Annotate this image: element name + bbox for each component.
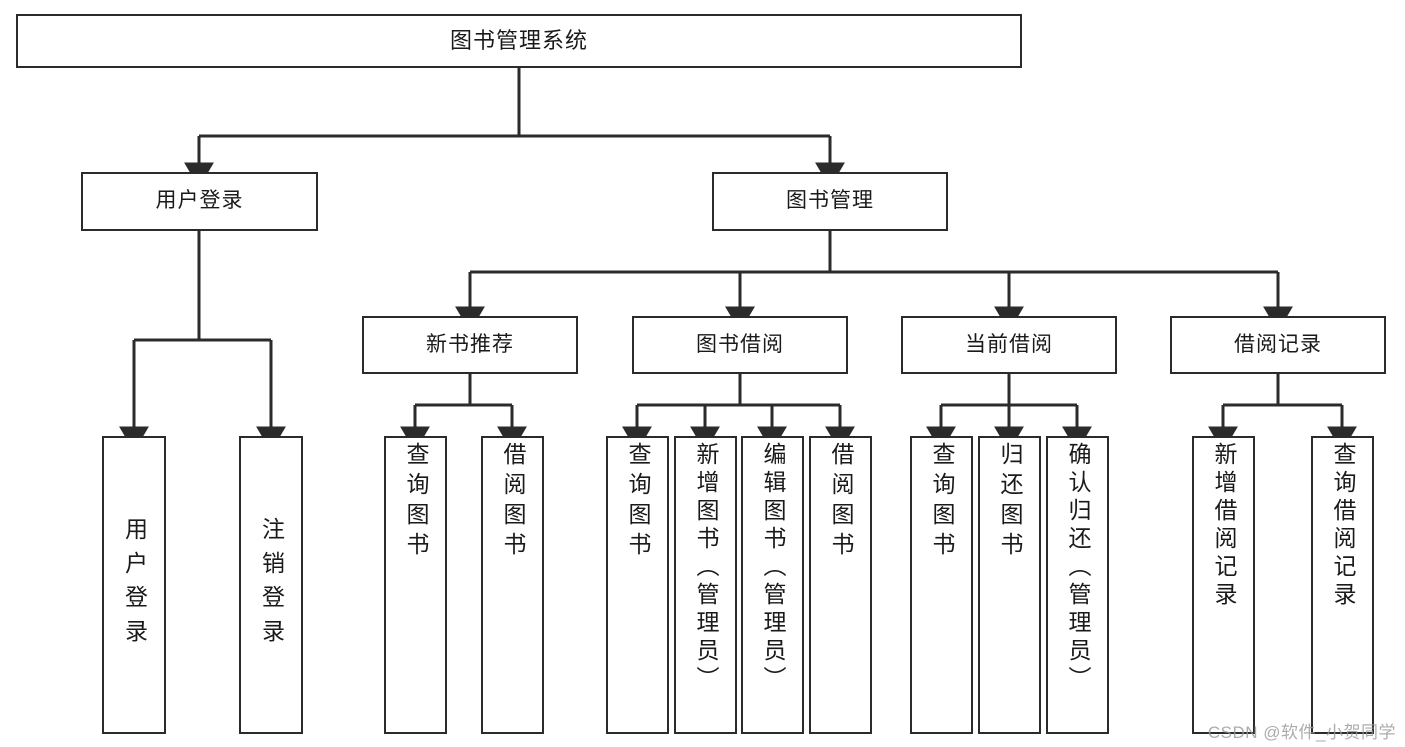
node-new-book-recommend[interactable]: 新书推荐 <box>362 316 578 374</box>
node-leaf-user-login[interactable]: 用户登录 <box>102 436 166 734</box>
node-root-label: 图书管理系统 <box>449 28 588 54</box>
node-leaf-query-book-2-label: 查询图书 <box>625 442 651 562</box>
node-leaf-borrow-book-1[interactable]: 借阅图书 <box>481 436 544 734</box>
node-leaf-query-book-1-label: 查询图书 <box>403 442 429 562</box>
node-leaf-borrow-book-2[interactable]: 借阅图书 <box>809 436 872 734</box>
node-leaf-logout[interactable]: 注销登录 <box>239 436 303 734</box>
node-book-borrow[interactable]: 图书借阅 <box>632 316 848 374</box>
node-leaf-query-book-2[interactable]: 查询图书 <box>606 436 669 734</box>
node-leaf-logout-label: 注销登录 <box>258 517 285 653</box>
node-leaf-confirm-return[interactable]: 确认归还（管理员） <box>1046 436 1109 734</box>
node-current-borrow-label: 当前借阅 <box>965 332 1053 356</box>
node-user-login-label: 用户登录 <box>155 189 244 213</box>
node-root[interactable]: 图书管理系统 <box>16 14 1022 68</box>
node-leaf-query-book-3-label: 查询图书 <box>929 442 955 562</box>
node-user-login[interactable]: 用户登录 <box>81 172 318 231</box>
node-leaf-borrow-book-1-label: 借阅图书 <box>500 442 526 562</box>
node-leaf-add-record-label: 新增借阅记录 <box>1211 442 1237 610</box>
node-borrow-record-label: 借阅记录 <box>1234 332 1322 356</box>
node-leaf-user-login-label: 用户登录 <box>121 517 148 653</box>
node-leaf-return-book[interactable]: 归还图书 <box>978 436 1041 734</box>
node-book-borrow-label: 图书借阅 <box>696 332 784 356</box>
node-leaf-add-book-label: 新增图书（管理员） <box>693 442 719 694</box>
node-book-management[interactable]: 图书管理 <box>712 172 948 231</box>
node-leaf-add-record[interactable]: 新增借阅记录 <box>1192 436 1255 734</box>
node-current-borrow[interactable]: 当前借阅 <box>901 316 1117 374</box>
node-borrow-record[interactable]: 借阅记录 <box>1170 316 1386 374</box>
node-leaf-confirm-return-label: 确认归还（管理员） <box>1065 442 1091 694</box>
node-leaf-query-book-1[interactable]: 查询图书 <box>384 436 447 734</box>
node-leaf-borrow-book-2-label: 借阅图书 <box>828 442 854 562</box>
csdn-watermark: CSDN @软件_小贺同学 <box>1207 723 1396 742</box>
node-leaf-edit-book[interactable]: 编辑图书（管理员） <box>741 436 804 734</box>
node-leaf-query-record[interactable]: 查询借阅记录 <box>1311 436 1374 734</box>
node-leaf-return-book-label: 归还图书 <box>997 442 1023 562</box>
node-leaf-query-record-label: 查询借阅记录 <box>1330 442 1356 610</box>
node-book-management-label: 图书管理 <box>786 189 874 213</box>
node-new-book-recommend-label: 新书推荐 <box>426 332 514 356</box>
node-leaf-edit-book-label: 编辑图书（管理员） <box>760 442 786 694</box>
node-leaf-add-book[interactable]: 新增图书（管理员） <box>674 436 737 734</box>
node-leaf-query-book-3[interactable]: 查询图书 <box>910 436 973 734</box>
